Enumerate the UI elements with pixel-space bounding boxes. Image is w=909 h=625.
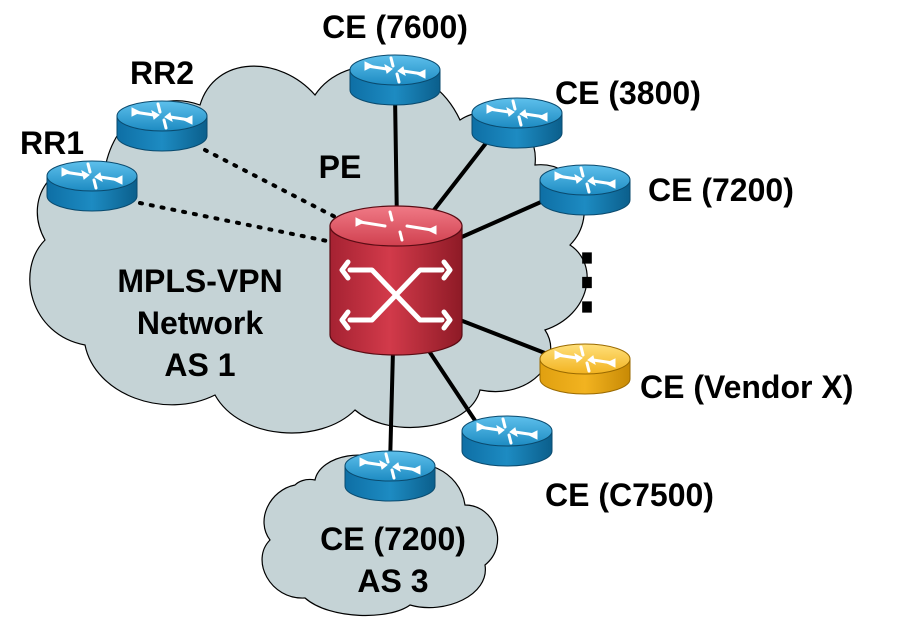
cloud-main-label-line2: Network bbox=[137, 305, 263, 341]
router-ce-7200-icon[interactable] bbox=[538, 163, 632, 217]
label-ce-c7500: CE (C7500) bbox=[545, 477, 714, 513]
label-ce-7600: CE (7600) bbox=[322, 9, 468, 45]
pe-top-router-icon bbox=[355, 210, 437, 242]
label-pe: PE bbox=[319, 149, 362, 185]
router-rr1-icon[interactable] bbox=[45, 159, 139, 213]
link-pe-rr1 bbox=[138, 201, 334, 244]
as3-cloud bbox=[261, 454, 499, 617]
link-pe-ce7200 bbox=[453, 196, 552, 242]
cloud-main-label-line1: MPLS-VPN bbox=[117, 263, 282, 299]
links bbox=[138, 93, 552, 467]
router-ce-vendor-x-icon[interactable] bbox=[538, 342, 632, 396]
label-rr1: RR1 bbox=[20, 125, 84, 161]
vertical-ellipsis: ⋮ bbox=[551, 241, 623, 321]
link-pe-cevendorx bbox=[458, 318, 552, 357]
label-ce-vendor-x: CE (Vendor X) bbox=[640, 369, 853, 405]
cloud-small-label-line2: AS 3 bbox=[357, 563, 428, 599]
pe-router[interactable] bbox=[329, 205, 463, 356]
router-ce-3800-icon[interactable] bbox=[470, 96, 564, 150]
router-rr2-icon[interactable] bbox=[115, 99, 209, 153]
router-ce-7600-icon[interactable] bbox=[348, 53, 442, 107]
link-pe-ce7600 bbox=[393, 93, 399, 227]
link-pe-cec7500 bbox=[423, 343, 482, 430]
pe-switch-arrows-icon bbox=[339, 259, 453, 331]
cloud-main-label-line3: AS 1 bbox=[164, 347, 235, 383]
label-ce-7200: CE (7200) bbox=[648, 172, 794, 208]
cloud-small-label-line1: CE (7200) bbox=[320, 521, 466, 557]
router-ce-7200-as3-icon[interactable] bbox=[343, 449, 437, 503]
label-ce-3800: CE (3800) bbox=[555, 75, 701, 111]
link-pe-ce7200-as3 bbox=[388, 348, 395, 467]
link-pe-rr2 bbox=[203, 148, 347, 224]
label-rr2: RR2 bbox=[130, 55, 194, 91]
router-ce-c7500-icon[interactable] bbox=[460, 414, 554, 468]
